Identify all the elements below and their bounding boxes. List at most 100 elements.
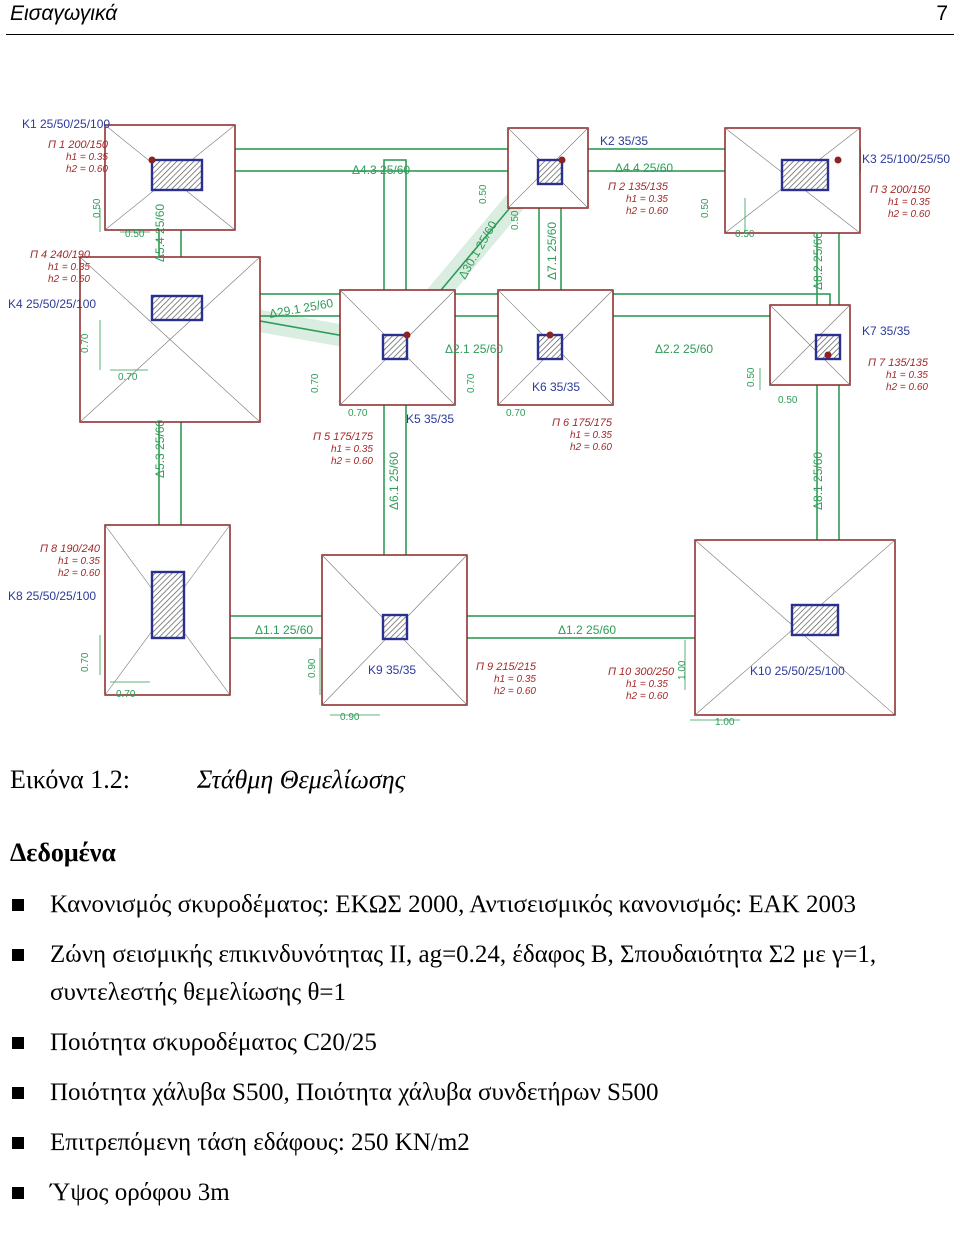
footing-slope-line [769,344,811,386]
bullet-square-icon [12,1137,24,1149]
beam-label: Δ4.4 25/60 [615,161,673,175]
dimension-value: 0.70 [118,372,138,383]
beam-label: Δ8.2 25/60 [811,232,825,290]
column-section [150,294,204,322]
footing-label: Π 6 175/175 [552,417,613,429]
dimension-value: 0.90 [340,712,360,723]
footing-h2: h2 = 0.60 [494,686,536,697]
dimension-value: 0.90 [307,658,318,678]
column-label: Κ4 25/50/25/100 [8,297,96,311]
beam-label: Δ1.1 25/60 [255,623,313,637]
column-section [150,570,186,640]
beam-label: Δ7.1 25/60 [545,222,559,280]
footing-slope-line [79,339,171,423]
footing-slope-line [169,339,261,423]
column-section [536,158,564,186]
column-section [536,333,564,361]
footing-h2: h2 = 0.60 [66,164,108,175]
footing-slope-line [321,629,395,706]
list-item: Ποιότητα χάλυβα S500, Ποιότητα χάλυβα συ… [10,1074,952,1112]
column-label: Κ5 35/35 [406,412,454,426]
footing-slope-line [79,256,171,340]
column-label: Κ2 35/35 [600,134,648,148]
beam-label: Δ5.4 25/60 [153,204,167,262]
section-title: Δεδομένα [10,838,116,867]
footing-label: Π 10 300/250 [608,666,675,678]
dimension-value: 0.50 [92,198,103,218]
bullet-square-icon [12,1187,24,1199]
footing-h1: h1 = 0.35 [58,556,100,567]
figure-caption: Εικόνα 1.2: Στάθμη Θεμελίωσης [10,765,405,795]
column-section [381,333,409,361]
list-item: Κανονισμός σκυροδέματος: ΕΚΩΣ 2000, Αντι… [10,886,952,924]
column-label: Κ8 25/50/25/100 [8,589,96,603]
joint-dot [834,156,842,164]
column-label: Κ10 25/50/25/100 [750,664,845,678]
column-label: Κ3 25/100/25/50 [862,152,950,166]
footing-h2: h2 = 0.60 [58,568,100,579]
dimension-value: 0.50 [510,210,521,230]
footing-h1: h1 = 0.35 [570,430,612,441]
dimension-value: 0.50 [478,184,489,204]
list-item: Επιτρεπόμενη τάση εδάφους: 250 KN/m2 [10,1124,952,1162]
dimension-value: 0.50 [778,395,798,406]
footing-slope-line [694,539,796,628]
dimension-value: 0.50 [746,367,757,387]
footing-h2: h2 = 0.60 [48,274,90,285]
footing-h1: h1 = 0.35 [886,370,928,381]
footing-h2: h2 = 0.60 [886,382,928,393]
footing-pad [769,304,851,386]
dimension-value: 0.50 [125,229,145,240]
footing-h2: h2 = 0.60 [626,691,668,702]
footing-label: Π 4 240/190 [30,249,91,261]
bullet-square-icon [12,899,24,911]
footing-pad [79,256,261,423]
bullet-square-icon [12,949,24,961]
figure-number: Εικόνα 1.2: [10,765,131,794]
footing-slope-line [555,347,614,406]
beam-label: Δ2.2 25/60 [655,342,713,356]
list-item: Ζώνη σεισμικής επικινδυνότητας ΙΙ, ag=0.… [10,936,952,1012]
footing-label: Π 7 135/135 [868,357,929,369]
footing-label: Π 2 135/135 [608,181,669,193]
footing-slope-line [694,627,796,716]
footing-slope-line [169,256,261,340]
joint-dot [148,156,156,164]
column-label: Κ7 35/35 [862,324,910,338]
beam-label: Δ8.1 25/60 [811,452,825,510]
column-label: Κ6 35/35 [532,380,580,394]
footing-label: Π 3 200/150 [870,184,931,196]
footing-h1: h1 = 0.35 [494,674,536,685]
footing-slope-line [394,629,468,706]
dimension-value: 0.70 [116,689,136,700]
beam-label: Δ6.1 25/60 [387,452,401,510]
footing-label: Π 5 175/175 [313,431,374,443]
foundation-beam [383,159,407,306]
beam-label: Δ1.2 25/60 [558,623,616,637]
joint-dot [824,351,832,359]
footing-h2: h2 = 0.60 [888,209,930,220]
chapter-title: Εισαγωγικά [10,2,118,25]
list-item: Ύψος ορόφου 3m [10,1174,952,1212]
footing-h2: h2 = 0.60 [331,456,373,467]
dimension-value: 0.50 [735,229,755,240]
dimension-value: 0.70 [310,373,321,393]
dimension-value: 0.70 [80,333,91,353]
bullet-square-icon [12,1037,24,1049]
footing-h2: h2 = 0.60 [570,442,612,453]
footing-slope-line [794,627,896,716]
data-list: Κανονισμός σκυροδέματος: ΕΚΩΣ 2000, Αντι… [10,886,952,1224]
footing-h1: h1 = 0.35 [66,152,108,163]
footing-h1: h1 = 0.35 [48,262,90,273]
dimension-value: 1.00 [677,660,688,680]
column-section [790,603,840,637]
beam-label: Δ5.3 25/60 [153,420,167,478]
joint-dot [546,331,554,339]
beam-label: Δ4.3 25/60 [352,163,410,177]
dimension-value: 0.70 [506,408,526,419]
footing-label: Π 8 190/240 [40,543,101,555]
footing-h1: h1 = 0.35 [626,194,668,205]
dimension-value: 1.00 [715,717,735,728]
beam-label: Δ2.1 25/60 [445,342,503,356]
dimension-value: 0.70 [466,373,477,393]
